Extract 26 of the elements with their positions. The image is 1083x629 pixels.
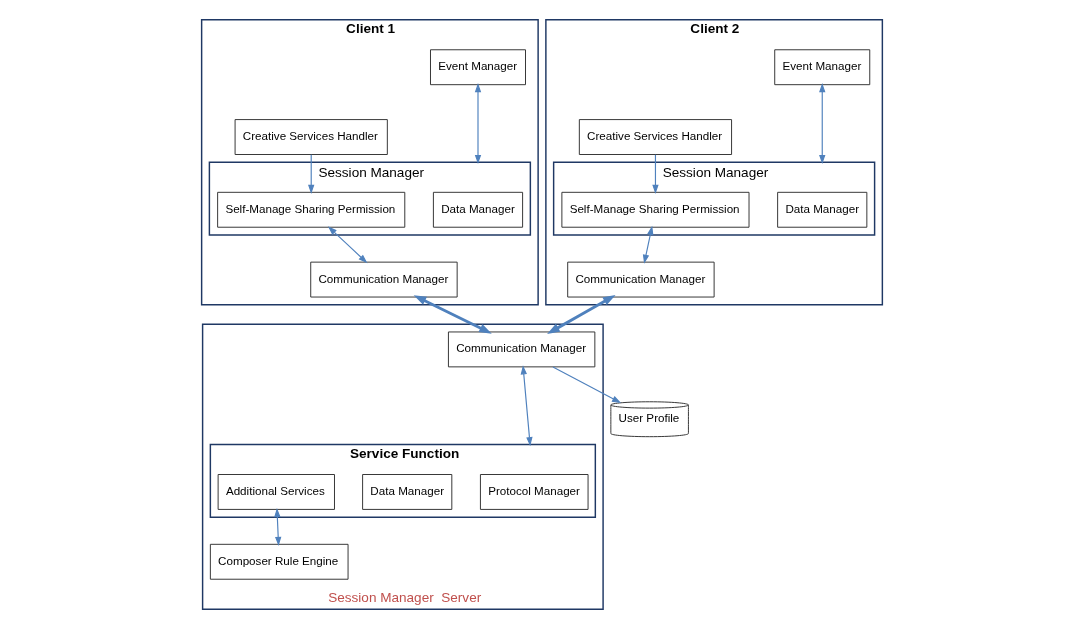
arrow: [273, 507, 281, 546]
arrow: [474, 83, 481, 164]
arrow: [327, 226, 367, 264]
node-box: Event Manager: [773, 49, 870, 86]
node-box: Data Manager: [432, 191, 523, 228]
arrow: [818, 83, 825, 164]
node-box: Protocol Manager: [479, 474, 589, 510]
node-box: Event Manager: [429, 49, 526, 86]
arrow: [651, 154, 659, 194]
arrow: [520, 365, 533, 447]
node-box: Creative Services Handler: [234, 119, 388, 155]
arrow: [413, 295, 492, 334]
node-box: Self-Manage Sharing Permission: [560, 191, 749, 228]
arrow: [546, 294, 616, 334]
node-box: Self-Manage Sharing Permission: [216, 191, 405, 228]
node-box: Additional Services: [217, 474, 335, 510]
node-box: Communication Manager: [566, 261, 715, 298]
arrow: [551, 366, 621, 404]
arrow: [307, 154, 314, 194]
node-box: Creative Services Handler: [578, 119, 732, 155]
node-box: Composer Rule Engine: [209, 543, 349, 580]
node-box: Communication Manager: [309, 261, 458, 298]
arrow: [642, 225, 653, 264]
node-box: Data Manager: [361, 474, 452, 510]
node-box: Data Manager: [776, 191, 867, 228]
node-box: Communication Manager: [447, 331, 595, 368]
